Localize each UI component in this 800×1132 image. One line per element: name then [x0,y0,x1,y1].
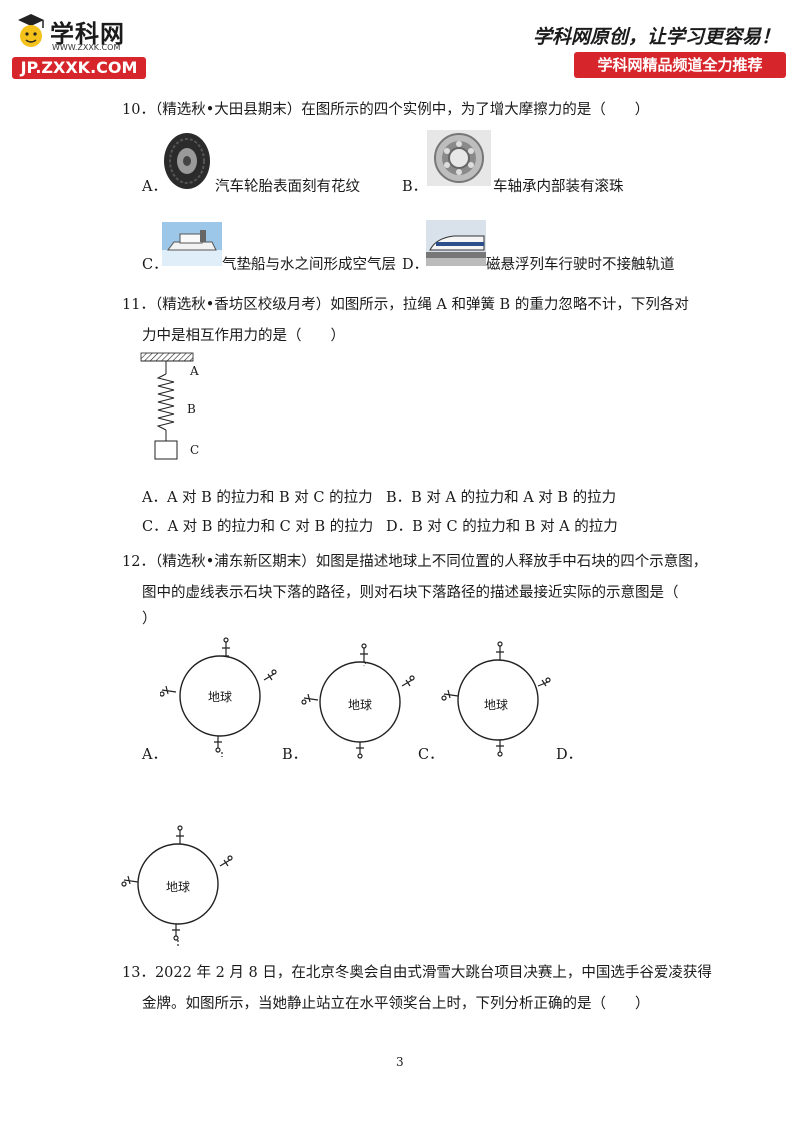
q12-stem-line1: 12．（精选秋•浦东新区期末）如图是描述地球上不同位置的人释放手中石块的四个示意… [122,554,708,570]
q10-option-c-letter[interactable]: C． [142,257,168,273]
q12-stem-line2: 图中的虚线表示石块下落的路径，则对石块下落路径的描述最接近实际的示意图是（ [142,585,679,601]
globe-b-earth-label: 地球 [348,698,373,712]
q11-option-c[interactable]: C．A 对 B 的拉力和 C 对 B 的拉力 [142,519,374,535]
globe-diagram-d[interactable]: 地球 [118,822,240,948]
q12-stem-line3: ） [142,611,157,627]
q10-option-d-text: 磁悬浮列车行驶时不接触轨道 [486,257,675,273]
q12-option-d-letter[interactable]: D． [556,747,583,763]
globe-diagram-b[interactable]: 地球 [300,642,420,766]
label-a: A [190,364,199,378]
q10-option-c-text: 气垫船与水之间形成空气层 [222,257,396,273]
q13-stem-line2: 金牌。如图所示，当她静止站立在水平领奖台上时，下列分析正确的是（ ） [142,996,650,1012]
q10-option-d-letter[interactable]: D． [402,257,429,273]
q11-option-d[interactable]: D．B 对 C 的拉力和 B 对 A 的拉力 [386,519,618,535]
globe-diagram-c[interactable]: 地球 [438,640,558,764]
page-number: 3 [396,1055,404,1069]
bearing-image [427,130,491,186]
q13-stem-line1: 13．2022 年 2 月 8 日，在北京冬奥会自由式滑雪大跳台项目决赛上，中国… [122,965,712,981]
spring-diagram [140,352,194,460]
q10-stem: 10．（精选秋•大田县期末）在图所示的四个实例中，为了增大摩擦力的是（ ） [122,102,650,118]
q12-option-c-letter[interactable]: C． [418,747,444,763]
logo-title: 学科网 [50,20,125,48]
tire-image [164,133,210,189]
globe-d-earth-label: 地球 [166,880,191,894]
site-badge-link[interactable]: JP.ZXXK.COM [12,57,146,79]
q10-option-a-text: 汽车轮胎表面刻有花纹 [215,179,360,195]
globe-a-earth-label: 地球 [208,690,233,704]
label-c: C [190,443,200,457]
globe-diagram-a[interactable]: 地球 [160,634,282,758]
header-slogan: 学科网原创，让学习更容易！ [532,26,780,48]
q11-option-b[interactable]: B．B 对 A 的拉力和 A 对 B 的拉力 [386,490,617,506]
maglev-train-image [426,220,486,266]
q11-option-a[interactable]: A．A 对 B 的拉力和 B 对 C 的拉力 [142,490,373,506]
q12-option-a-letter[interactable]: A． [142,747,167,763]
mascot-logo-icon [18,14,44,47]
q10-option-a-letter[interactable]: A． [142,179,167,195]
q12-option-b-letter[interactable]: B． [282,747,308,763]
label-b: B [187,402,196,416]
globe-c-earth-label: 地球 [484,698,509,712]
hovercraft-image [162,222,222,266]
recommend-badge[interactable]: 学科网精品频道全力推荐 [574,52,786,78]
q11-stem-line2: 力中是相互作用力的是（ ） [142,328,345,344]
logo-site-url: WWW.ZXXK.COM [52,43,121,52]
q10-option-b-text: 车轴承内部装有滚珠 [493,179,624,195]
q10-option-b-letter[interactable]: B． [402,179,428,195]
q11-stem-line1: 11．（精选秋•香坊区校级月考）如图所示，拉绳 A 和弹簧 B 的重力忽略不计，… [122,297,689,313]
